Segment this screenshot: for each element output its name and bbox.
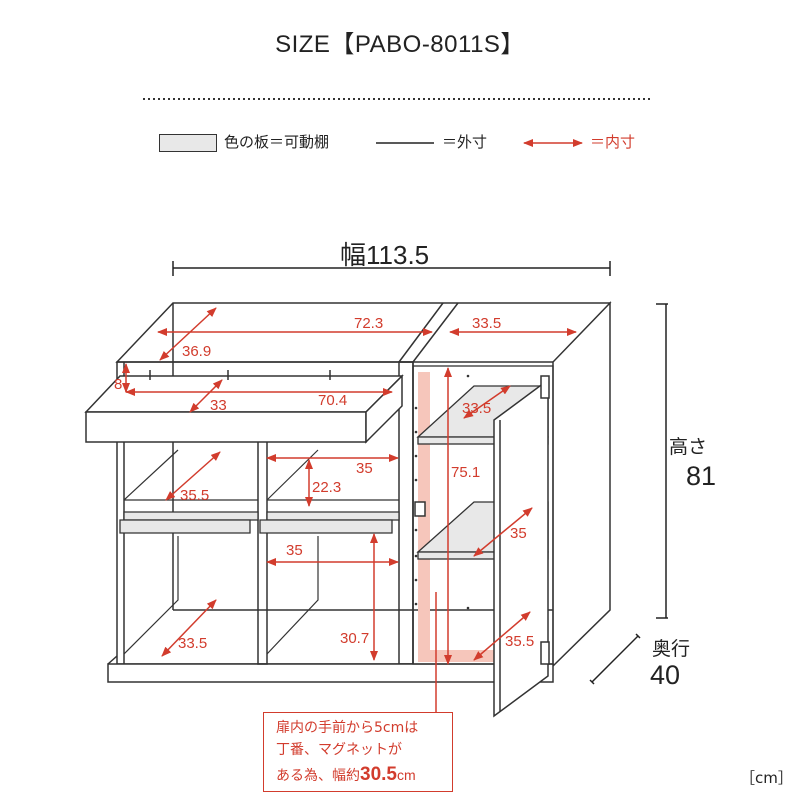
dim-33-5-bottom: 33.5 [178,635,208,652]
dim-35-a: 35 [356,460,373,477]
outer-depth-dimension [589,633,641,685]
unit-label: ［cm］ [740,769,793,787]
legend-shelf-label: 色の板＝可動棚 [224,133,330,151]
dim-30-7: 30.7 [340,630,370,647]
right-compartment [412,365,554,665]
arrow-33-5-bottom [161,599,217,657]
dim-35-b: 35 [286,542,303,559]
outer-depth-label: 奥行 [652,638,691,660]
legend-shelf-swatch [159,134,217,152]
dim-75-1: 75.1 [451,464,481,481]
legend-inner-label: ＝内寸 [590,133,636,151]
note-line-1: 扉内の手前から5cmは [276,720,419,736]
cabinet-body [107,301,612,683]
hinge-note-box: 扉内の手前から5cmは 丁番、マグネットが ある為、幅約30.5cm [263,712,453,792]
arrow-33-5-right [463,385,511,419]
arrow-35-5-left [165,451,221,501]
dim-70-4: 70.4 [318,392,348,409]
outer-width-dimension [172,261,611,276]
outer-height-label: 高さ [669,436,708,458]
inner-dimension-arrows [122,307,577,665]
shelf-pin-holes [414,374,470,610]
drawer [84,370,404,444]
arrow-35-c [473,507,533,557]
dim-33-5-right: 33.5 [462,400,492,417]
arrow-33 [189,379,223,413]
left-shelves [119,511,400,534]
outer-depth-value: 40 [650,660,681,690]
outer-height-value: 81 [686,461,717,491]
dim-22-3: 22.3 [312,479,342,496]
note-width-unit: cm [396,767,416,783]
note-width-value: 30.5 [360,764,397,785]
dim-72-3: 72.3 [354,315,384,332]
note-line-2: 丁番、マグネットが [276,742,402,758]
page-title: SIZE【PABO-8011S】 [275,31,525,58]
legend-outer-label: ＝外寸 [442,133,488,151]
dim-36-9: 36.9 [182,343,212,360]
note-line-3-prefix: ある為、幅約 [276,768,360,784]
arrow-35-5-right [473,611,531,661]
dim-35-5-left: 35.5 [180,487,210,504]
note-line-3: ある為、幅約30.5cm [276,765,416,784]
arrow-36-9 [159,307,217,361]
dim-35-5-right: 35.5 [505,633,535,650]
cubby-edges [123,449,399,655]
dim-33: 33 [210,397,227,414]
outer-height-dimension [656,303,668,619]
dim-8: 8 [114,376,123,393]
dim-33-5-top: 33.5 [472,315,502,332]
outer-width-label: 幅113.5 [340,240,430,270]
dim-35-c: 35 [510,525,527,542]
